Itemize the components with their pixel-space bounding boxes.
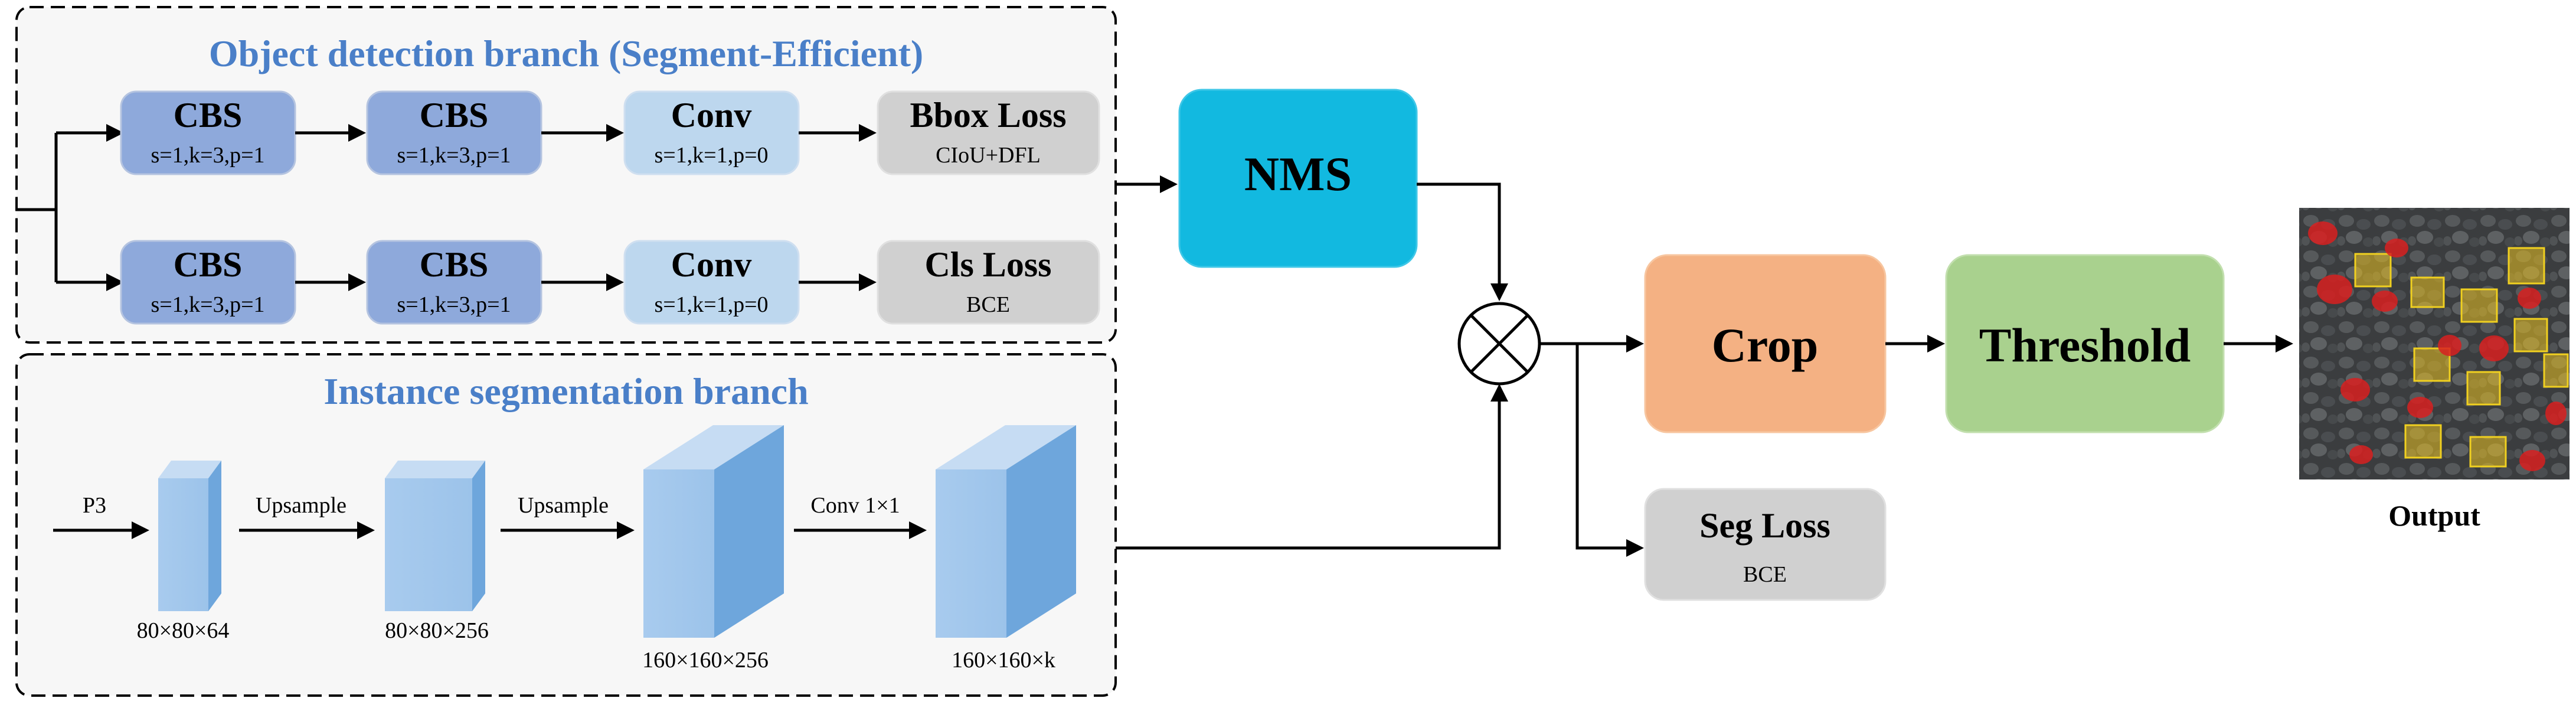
crop-box: Crop <box>1644 254 1887 433</box>
svg-text:CBS: CBS <box>174 96 243 135</box>
svg-text:BCE: BCE <box>1743 562 1787 587</box>
p3-label: P3 <box>83 493 106 518</box>
svg-text:Conv: Conv <box>671 245 752 284</box>
feature-map-1 <box>158 461 221 611</box>
segmentation-branch-frame <box>15 353 1117 697</box>
detection-box <box>2513 318 2548 353</box>
svg-text:Conv: Conv <box>671 96 752 135</box>
dim-label-3: 160×160×256 <box>642 648 769 673</box>
bbox-loss-box: Bbox Loss CIoU+DFL <box>877 90 1100 175</box>
segmentation-mask <box>2438 335 2461 356</box>
dim-label-2: 80×80×256 <box>385 618 489 643</box>
row1-cbs-1: CBS s=1,k=3,p=1 <box>120 90 296 175</box>
segmentation-mask <box>2407 397 2433 418</box>
svg-text:Bbox Loss: Bbox Loss <box>910 96 1066 135</box>
svg-text:Crop: Crop <box>1712 318 1819 372</box>
svg-text:Seg Loss: Seg Loss <box>1699 506 1830 545</box>
upsample-label-2: Upsample <box>518 493 609 518</box>
segmentation-mask <box>2349 445 2373 464</box>
detection-branch-title: Object detection branch (Segment-Efficie… <box>209 32 923 74</box>
detection-box <box>2354 253 2392 288</box>
upsample-label-1: Upsample <box>256 493 346 518</box>
row2-cbs-2: CBS s=1,k=3,p=1 <box>366 240 542 325</box>
svg-text:NMS: NMS <box>1244 147 1352 201</box>
conv1x1-label: Conv 1×1 <box>810 493 900 518</box>
svg-text:CIoU+DFL: CIoU+DFL <box>936 143 1041 168</box>
svg-text:BCE: BCE <box>966 292 1010 317</box>
detection-box <box>2543 353 2569 388</box>
svg-text:Cls Loss: Cls Loss <box>924 245 1051 284</box>
segmentation-branch: Instance segmentation branch P3 80×80×64… <box>15 353 1117 697</box>
svg-text:CBS: CBS <box>420 245 489 284</box>
svg-text:CBS: CBS <box>174 245 243 284</box>
row2-conv: Conv s=1,k=1,p=0 <box>623 240 800 325</box>
nms-box: NMS <box>1178 89 1418 268</box>
dim-label-4: 160×160×k <box>952 648 1055 673</box>
svg-text:Threshold: Threshold <box>1979 318 2191 372</box>
segmentation-mask <box>2479 335 2509 361</box>
segmentation-mask <box>2519 450 2545 471</box>
threshold-box: Threshold <box>1945 254 2225 433</box>
dim-label-1: 80×80×64 <box>137 618 230 643</box>
cls-loss-box: Cls Loss BCE <box>877 240 1100 325</box>
detection-boxes <box>2308 221 2569 471</box>
feature-map-4 <box>936 425 1076 638</box>
svg-text:CBS: CBS <box>420 96 489 135</box>
svg-text:s=1,k=3,p=1: s=1,k=3,p=1 <box>151 292 264 317</box>
svg-text:s=1,k=3,p=1: s=1,k=3,p=1 <box>397 292 511 317</box>
segmentation-mask <box>2317 275 2352 304</box>
detection-box <box>2460 288 2498 323</box>
detection-box <box>2466 371 2501 406</box>
detection-box <box>2469 436 2507 468</box>
detection-box <box>2410 276 2445 308</box>
detection-box <box>2404 424 2442 459</box>
segmentation-mask <box>2545 402 2567 425</box>
segmentation-mask <box>2518 288 2541 309</box>
row2-cbs-1: CBS s=1,k=3,p=1 <box>120 240 296 325</box>
seg-loss-box: Seg Loss BCE <box>1644 488 1887 601</box>
segmentation-mask <box>2340 378 2370 402</box>
output-image <box>2299 208 2570 479</box>
svg-text:s=1,k=3,p=1: s=1,k=3,p=1 <box>151 143 264 168</box>
feature-map-3 <box>643 425 784 638</box>
output-label: Output <box>2388 499 2480 532</box>
multiply-operator <box>1457 302 1541 386</box>
segmentation-mask <box>2308 221 2338 245</box>
row1-conv: Conv s=1,k=1,p=0 <box>623 90 800 175</box>
segmentation-mask <box>2372 291 2398 312</box>
row1-cbs-2: CBS s=1,k=3,p=1 <box>366 90 542 175</box>
svg-text:s=1,k=1,p=0: s=1,k=1,p=0 <box>654 292 768 317</box>
segmentation-branch-title: Instance segmentation branch <box>323 370 808 412</box>
detection-box <box>2508 247 2545 285</box>
svg-text:s=1,k=3,p=1: s=1,k=3,p=1 <box>397 143 511 168</box>
detection-branch: Object detection branch (Segment-Efficie… <box>15 6 1117 344</box>
svg-text:s=1,k=1,p=0: s=1,k=1,p=0 <box>654 143 768 168</box>
segmentation-mask <box>2385 239 2408 257</box>
feature-map-2 <box>385 461 485 611</box>
